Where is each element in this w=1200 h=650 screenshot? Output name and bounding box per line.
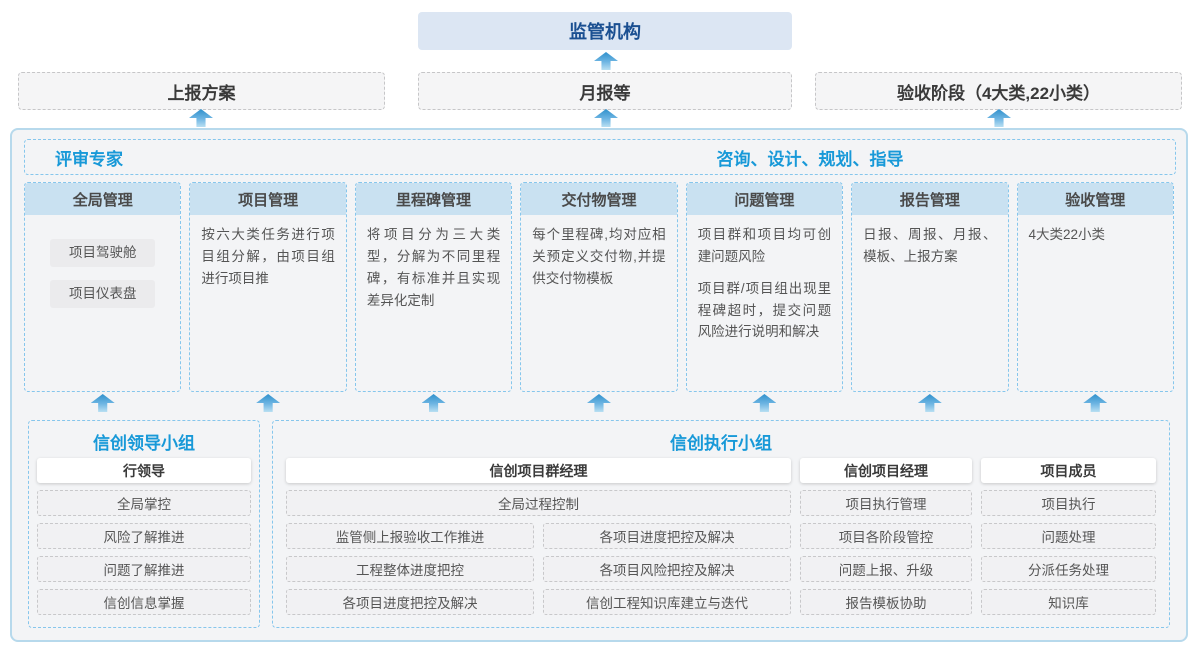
management-columns: 全局管理 项目驾驶舱 项目仪表盘 项目管理 按六大类任务进行项目组分解，由项目组…: [12, 182, 1186, 392]
program-manager-row: 各项目进度把控及解决 信创工程知识库建立与迭代: [286, 582, 791, 615]
experts-label: 评审专家: [55, 149, 123, 169]
role-bank-leader: 行领导: [37, 458, 251, 483]
program-manager-row: 监管侧上报验收工作推进 各项目进度把控及解决: [286, 516, 791, 549]
leader-group: 信创领导小组 行领导 全局掌控 风险了解推进 问题了解推进 信创信息掌握: [28, 420, 260, 628]
report-box-monthly: 月报等: [418, 72, 792, 110]
leader-item: 风险了解推进: [37, 523, 251, 549]
column-header: 交付物管理: [521, 183, 677, 215]
project-manager-column: 信创项目经理 项目执行管理 项目各阶段管控 问题上报、升级 报告模板协助: [800, 454, 972, 615]
project-manager-item: 项目各阶段管控: [800, 523, 972, 549]
project-manager-item: 问题上报、升级: [800, 556, 972, 582]
program-manager-item: 各项目进度把控及解决: [543, 523, 791, 549]
leader-group-title: 信创领导小组: [93, 433, 195, 453]
column-header: 里程碑管理: [355, 183, 512, 215]
program-manager-item: 各项目进度把控及解决: [286, 589, 534, 615]
advisor-bar: 评审专家 咨询、设计、规划、指导: [24, 139, 1176, 175]
column-header: 报告管理: [852, 183, 1008, 215]
column-body: 按六大类任务进行项目组分解，由项目组进行项目推: [190, 215, 345, 391]
column-header: 项目管理: [190, 183, 346, 215]
pill-project-dashboard: 项目仪表盘: [50, 280, 156, 308]
up-arrow: [917, 394, 942, 412]
executor-columns: 信创项目群经理 全局过程控制 监管侧上报验收工作推进 各项目进度把控及解决 工程…: [273, 454, 1169, 615]
program-manager-item: 工程整体进度把控: [286, 556, 534, 582]
program-manager-row: 工程整体进度把控 各项目风险把控及解决: [286, 549, 791, 582]
project-manager-item: 项目执行管理: [800, 490, 972, 516]
column-issue-mgmt: 问题管理 项目群和项目均可创建问题风险 项目群/项目组出现里程碑超时，提交问题风…: [685, 182, 844, 392]
column-header: 验收管理: [1017, 183, 1173, 215]
project-member-item: 分派任务处理: [981, 556, 1156, 582]
column-global-mgmt: 全局管理 项目驾驶舱 项目仪表盘: [24, 182, 182, 392]
column-text: 每个里程碑,均对应相关预定义交付物,并提供交付物模板: [532, 227, 666, 286]
column-acceptance-mgmt: 验收管理 4大类22小类: [1016, 182, 1174, 392]
program-manager-item: 信创工程知识库建立与迭代: [543, 589, 791, 615]
up-arrow: [421, 394, 446, 412]
column-text: 项目群和项目均可创建问题风险: [697, 227, 832, 264]
column-text: 按六大类任务进行项目组分解，由项目组进行项目推: [201, 227, 335, 286]
project-member-item: 知识库: [981, 589, 1156, 615]
column-deliverable-mgmt: 交付物管理 每个里程碑,均对应相关预定义交付物,并提供交付物模板: [520, 182, 678, 392]
leader-item: 问题了解推进: [37, 556, 251, 582]
bottom-groups: 信创领导小组 行领导 全局掌控 风险了解推进 问题了解推进 信创信息掌握 信创执…: [12, 420, 1186, 628]
pill-project-cockpit: 项目驾驶舱: [50, 239, 156, 267]
up-arrow: [256, 394, 281, 412]
leader-item: 信创信息掌握: [37, 589, 251, 615]
report-box-plan: 上报方案: [18, 72, 385, 110]
column-report-mgmt: 报告管理 日报、周报、月报、模板、上报方案: [851, 182, 1009, 392]
up-arrow: [1083, 394, 1108, 412]
column-body: 每个里程碑,均对应相关预定义交付物,并提供交付物模板: [521, 215, 676, 391]
program-manager-item: 监管侧上报验收工作推进: [286, 523, 534, 549]
column-body: 项目驾驶舱 项目仪表盘: [25, 215, 180, 391]
up-arrow-to-acceptance: [987, 109, 1011, 127]
up-arrow: [586, 394, 611, 412]
program-manager-item: 各项目风险把控及解决: [543, 556, 791, 582]
project-manager-item: 报告模板协助: [800, 589, 972, 615]
platform-container: 评审专家 咨询、设计、规划、指导 全局管理 项目驾驶舱 项目仪表盘 项目管理 按…: [10, 128, 1188, 642]
column-header: 全局管理: [25, 183, 181, 215]
up-arrow: [752, 394, 777, 412]
column-project-mgmt: 项目管理 按六大类任务进行项目组分解，由项目组进行项目推: [189, 182, 347, 392]
report-box-acceptance: 验收阶段（4大类,22小类）: [815, 72, 1182, 110]
consulting-label: 咨询、设计、规划、指导: [716, 149, 904, 169]
role-program-manager: 信创项目群经理: [286, 458, 791, 483]
up-arrow-to-monthly: [594, 109, 618, 127]
column-body: 4大类22小类: [1018, 215, 1173, 391]
program-manager-item: 全局过程控制: [286, 490, 791, 516]
column-text: 日报、周报、月报、模板、上报方案: [863, 227, 997, 264]
project-member-column: 项目成员 项目执行 问题处理 分派任务处理 知识库: [981, 454, 1156, 615]
column-body: 将项目分为三大类型，分解为不同里程碑，有标准并且实现差异化定制: [356, 215, 511, 391]
project-member-item: 项目执行: [981, 490, 1156, 516]
column-text: 项目群/项目组出现里程碑超时，提交问题风险进行说明和解决: [697, 280, 832, 340]
column-body: 项目群和项目均可创建问题风险 项目群/项目组出现里程碑超时，提交问题风险进行说明…: [687, 215, 842, 391]
column-text: 将项目分为三大类型，分解为不同里程碑，有标准并且实现差异化定制: [366, 227, 501, 308]
column-body: 日报、周报、月报、模板、上报方案: [852, 215, 1007, 391]
column-milestone-mgmt: 里程碑管理 将项目分为三大类型，分解为不同里程碑，有标准并且实现差异化定制: [354, 182, 513, 392]
column-header: 问题管理: [686, 183, 843, 215]
role-project-member: 项目成员: [981, 458, 1156, 483]
column-text: 4大类22小类: [1028, 227, 1106, 242]
project-member-item: 问题处理: [981, 523, 1156, 549]
role-project-manager: 信创项目经理: [800, 458, 972, 483]
regulator-box: 监管机构: [418, 12, 792, 50]
up-arrow-to-regulator: [594, 52, 618, 70]
executor-group: 信创执行小组 信创项目群经理 全局过程控制 监管侧上报验收工作推进 各项目进度把…: [272, 420, 1170, 628]
group-to-column-arrows: [12, 394, 1186, 414]
up-arrow-to-plan: [189, 109, 213, 127]
leader-item: 全局掌控: [37, 490, 251, 516]
program-manager-column: 信创项目群经理 全局过程控制 监管侧上报验收工作推进 各项目进度把控及解决 工程…: [286, 454, 791, 615]
executor-group-title: 信创执行小组: [670, 433, 772, 453]
up-arrow: [90, 394, 115, 412]
